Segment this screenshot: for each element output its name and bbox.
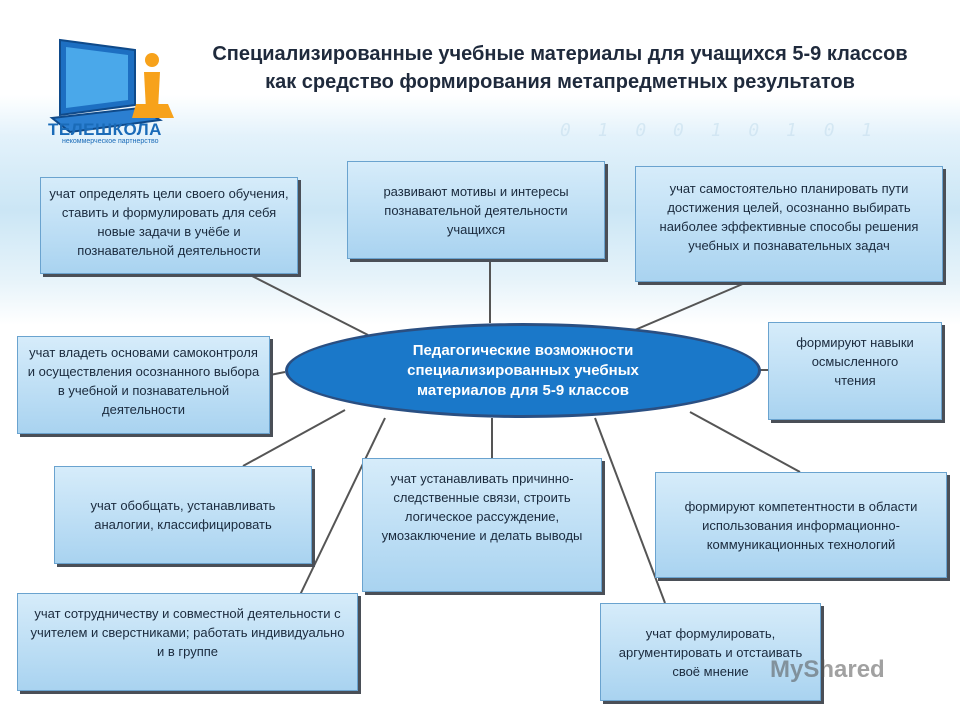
background-digits: 0 1 0 0 1 0 1 0 1 [560,120,881,141]
logo-name: ТЕЛЕШКОЛА [48,120,162,139]
box-generalize-text: учат обобщать, устанавливать аналогии, к… [90,498,276,532]
box-reading-text: формируют навыки осмысленного чтения [796,335,914,388]
box-opinion-text: учат формулировать, аргументировать и от… [618,625,803,679]
box-reading: формируют навыки осмысленного чтения [768,322,942,420]
box-set-goals: учат определять цели своего обучения, ст… [40,177,298,274]
page-title: Специализированные учебные материалы для… [212,43,908,93]
center-ellipse-text: Педагогические возможности специализиров… [407,341,639,399]
connector-b3 [634,282,746,331]
box-self-control: учат владеть основами самоконтроля и осу… [17,336,270,434]
box-causal-text: учат устанавливать причинно-следственные… [381,471,583,543]
box-motives-text: развивают мотивы и интересы познавательн… [383,184,569,237]
connector-b10 [594,417,666,604]
connector-b8 [689,411,801,473]
box-causal: учат устанавливать причинно-следственные… [362,458,602,592]
box-self-control-text: учат владеть основами самоконтроля и осу… [27,345,260,417]
box-generalize: учат обобщать, устанавливать аналогии, к… [54,466,312,564]
box-motives: развивают мотивы и интересы познавательн… [347,161,605,259]
box-opinion: учат формулировать, аргументировать и от… [600,603,821,701]
box-cooperation: учат сотрудничеству и совместной деятель… [17,593,358,691]
connector-b9 [299,417,386,596]
connector-b4 [269,371,286,376]
center-ellipse: Педагогические возможности специализиров… [285,323,761,418]
box-plan-paths: учат самостоятельно планировать пути дос… [635,166,943,282]
connector-b6 [242,409,346,467]
logo-subtitle: некоммерческое партнерство [62,138,159,145]
box-cooperation-text: учат сотрудничеству и совместной деятель… [30,606,345,659]
connector-b1 [249,274,369,336]
box-ict: формируют компетентности в области испол… [655,472,947,578]
telesckola-logo [49,38,174,134]
box-ict-text: формируют компетентности в области испол… [684,498,918,552]
watermark: MyShared [770,656,885,683]
box-set-goals-text: учат определять цели своего обучения, ст… [49,186,289,258]
box-plan-paths-text: учат самостоятельно планировать пути дос… [659,181,919,253]
